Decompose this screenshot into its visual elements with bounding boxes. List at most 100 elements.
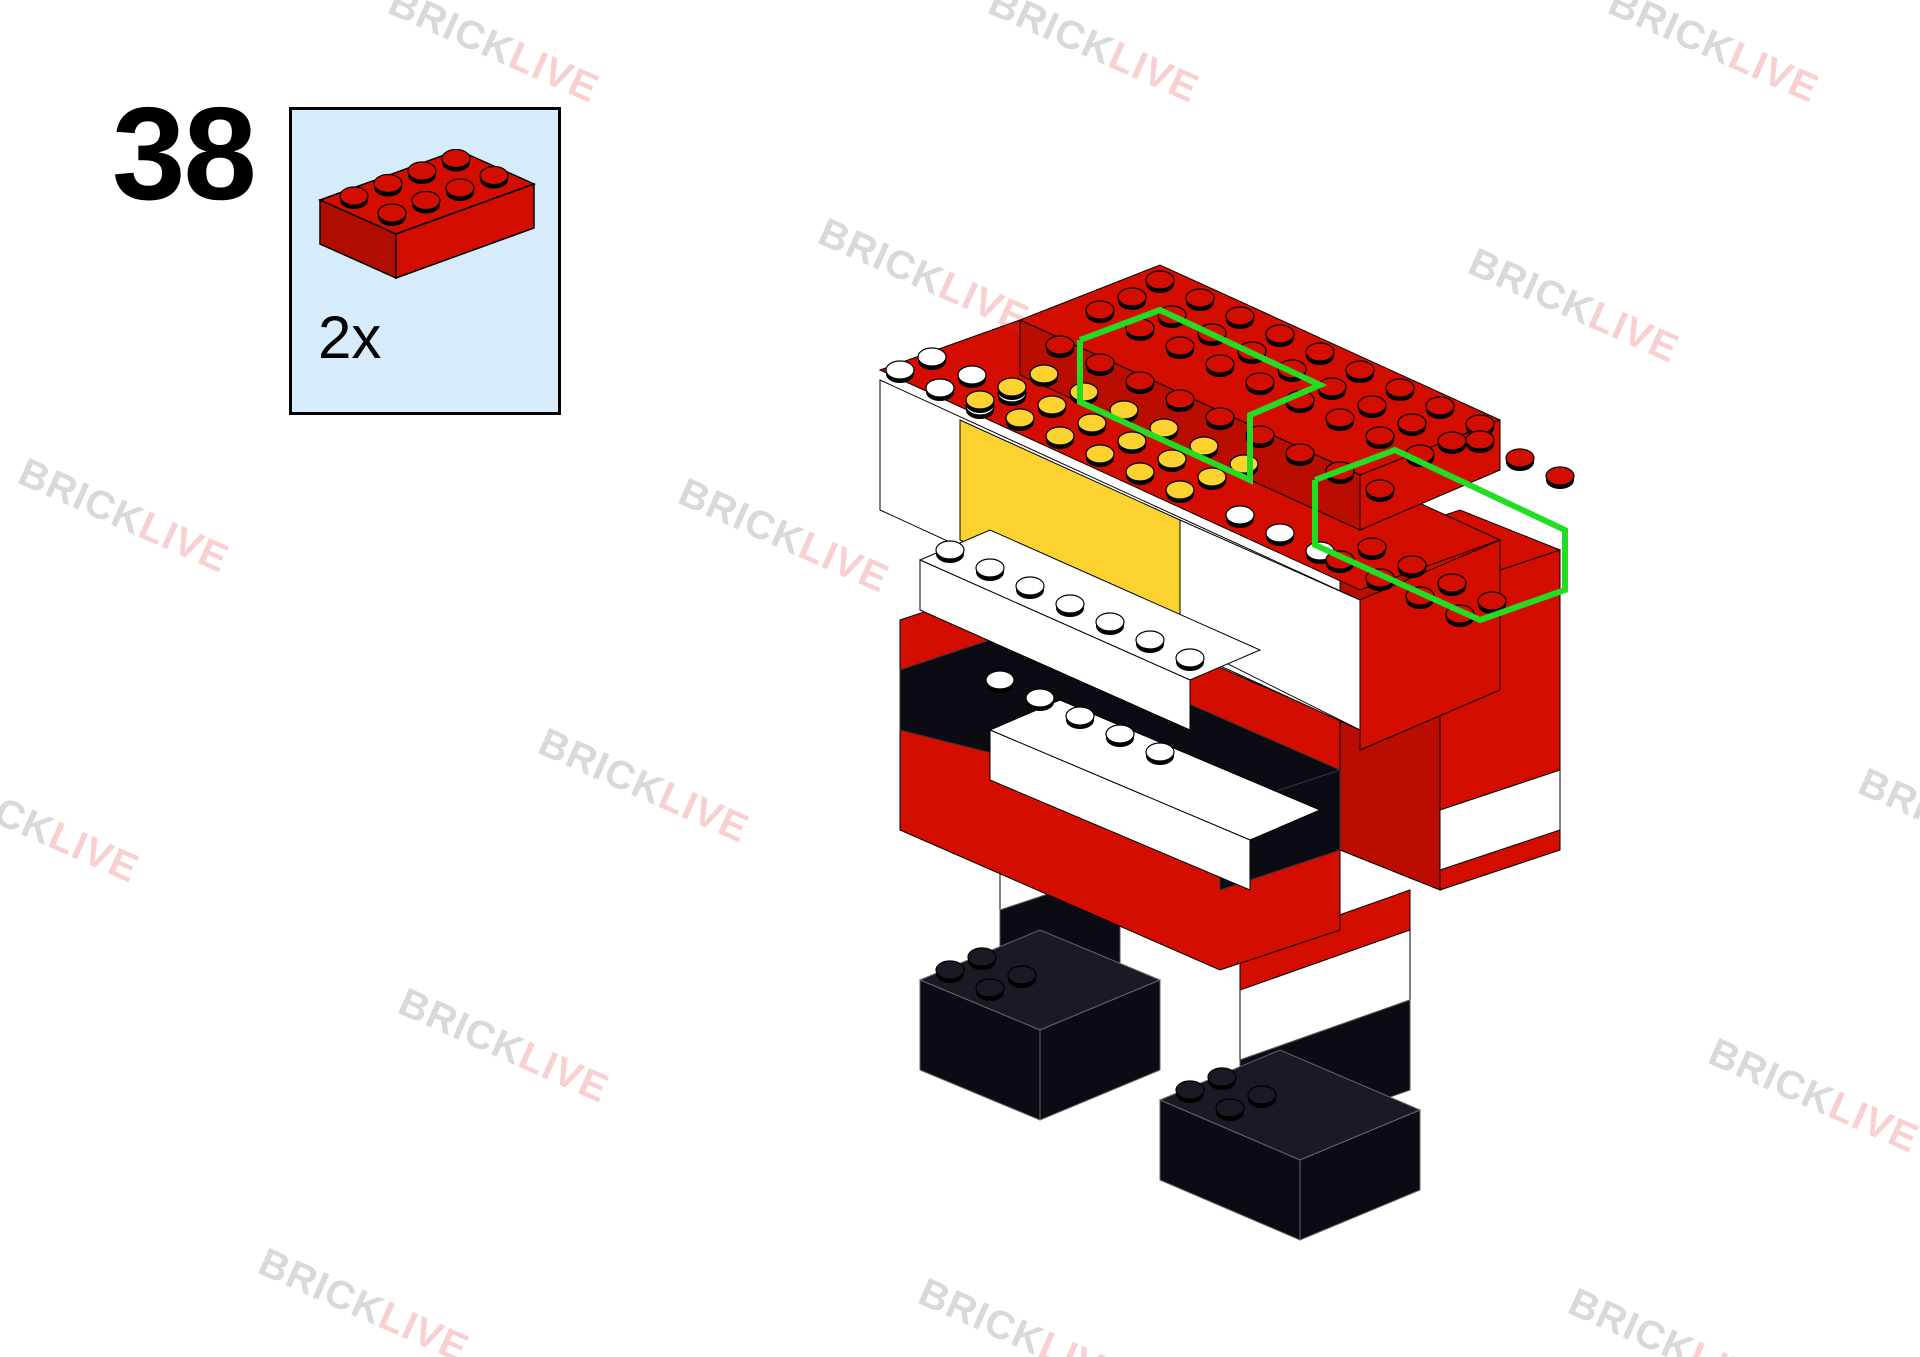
stud <box>1165 336 1195 356</box>
stud <box>1265 324 1295 344</box>
stud <box>885 360 915 380</box>
new-brick-highlight-1 <box>1077 306 1328 485</box>
stud <box>935 540 965 560</box>
stud <box>1145 270 1175 290</box>
stud <box>411 190 441 211</box>
stud <box>1305 342 1335 362</box>
stud <box>1225 505 1255 525</box>
stud <box>967 947 997 967</box>
part-quantity: 2x <box>318 304 382 371</box>
stud <box>1135 630 1165 650</box>
stud <box>1505 448 1535 468</box>
stud <box>1037 395 1067 415</box>
stud <box>1105 724 1135 744</box>
stud <box>407 161 437 181</box>
parts-callout: 2x <box>289 107 561 415</box>
stud <box>1215 1098 1245 1118</box>
stud <box>373 173 403 194</box>
stud <box>997 377 1027 397</box>
stud <box>1245 372 1275 392</box>
stud <box>1055 594 1085 614</box>
brick-live-watermark: BRICKLIVE <box>1852 760 1920 854</box>
stud <box>339 186 369 206</box>
stud <box>1025 688 1055 708</box>
stud <box>1175 1080 1205 1100</box>
stud <box>1065 706 1095 726</box>
stud <box>1477 591 1507 611</box>
stud <box>1117 287 1147 307</box>
stud <box>1357 537 1387 557</box>
stud <box>985 670 1015 690</box>
stud <box>1085 444 1115 464</box>
stud <box>1149 418 1179 438</box>
brick-live-watermark: BRICKLIVE <box>252 1240 476 1357</box>
red-brick-2x4-icon <box>318 148 536 280</box>
stud <box>1015 576 1045 596</box>
brick-live-watermark: BRICKLIVE <box>0 760 146 892</box>
stud <box>1165 480 1195 500</box>
stud <box>917 347 947 367</box>
stud <box>1045 335 1075 355</box>
stud <box>957 365 987 385</box>
step-number: 38 <box>112 80 257 227</box>
stud <box>441 148 471 169</box>
new-brick-highlight-2 <box>1312 446 1568 624</box>
stud <box>1365 479 1395 499</box>
stud <box>1029 364 1059 384</box>
stud <box>1189 436 1219 456</box>
brick-live-watermark: BRICKLIVE <box>12 450 236 582</box>
stud <box>1465 430 1495 450</box>
stud <box>1045 426 1075 446</box>
stud <box>975 978 1005 998</box>
stud <box>1005 408 1035 428</box>
stud <box>1545 466 1575 486</box>
stud <box>1197 467 1227 487</box>
stud <box>1085 353 1115 373</box>
brick-live-watermark: BRICKLIVE <box>532 720 756 852</box>
stud <box>1157 449 1187 469</box>
stud <box>1125 462 1155 482</box>
stud <box>1205 354 1235 374</box>
stud <box>1437 431 1467 451</box>
stud <box>1225 306 1255 326</box>
stud <box>1007 965 1037 985</box>
brick-live-watermark: BRICKLIVE <box>392 980 616 1112</box>
stud <box>1265 523 1295 543</box>
stud <box>1117 431 1147 451</box>
stud <box>445 178 475 198</box>
stud <box>1397 413 1427 433</box>
stud <box>1095 612 1125 632</box>
santa-brick-model <box>878 264 1575 1241</box>
stud <box>1205 407 1235 427</box>
stud <box>1365 426 1395 446</box>
stud <box>1185 288 1215 308</box>
stud <box>1425 396 1455 416</box>
stud <box>1345 360 1375 380</box>
stud <box>1165 389 1195 409</box>
stud <box>1145 742 1175 762</box>
stud <box>1207 1067 1237 1087</box>
stud <box>925 378 955 398</box>
stud <box>1465 414 1495 434</box>
brick-live-watermark: BRICKLIVE <box>1702 1030 1920 1162</box>
stud <box>1175 648 1205 668</box>
brick-live-watermark: BRICKLIVE <box>1562 1280 1785 1357</box>
stud <box>1085 300 1115 320</box>
brick-live-watermark: BRICKLIVE <box>982 0 1206 112</box>
stud <box>1357 395 1387 415</box>
stud <box>1247 1085 1277 1105</box>
brick-live-watermark: BRICKLIVE <box>382 0 606 112</box>
stud <box>1125 371 1155 391</box>
stud <box>1285 443 1315 463</box>
stud <box>1385 378 1415 398</box>
stud <box>1069 382 1099 402</box>
stud <box>377 203 407 223</box>
stud <box>1437 573 1467 593</box>
stud <box>965 390 995 410</box>
stud <box>479 165 509 186</box>
stud <box>975 558 1005 578</box>
stud <box>1325 408 1355 428</box>
stud <box>1397 555 1427 575</box>
brick-live-watermark: BRICKLIVE <box>912 1270 1135 1357</box>
